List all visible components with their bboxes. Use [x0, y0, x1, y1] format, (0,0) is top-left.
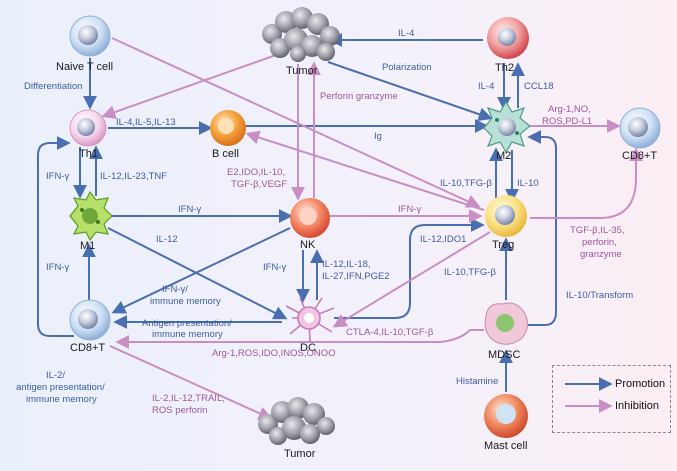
label-il12-list-line2: IL-27,IFN,PGE2 — [322, 271, 390, 282]
arrow-tumor-to-m2 — [327, 61, 493, 121]
arrow-dc-to-treg — [334, 218, 485, 319]
cd8-t-cell-right-icon — [619, 107, 661, 149]
label-arg1-line2: ROS,PD-L1 — [542, 116, 593, 127]
promotion-arrows — [37, 33, 557, 392]
label-il4-top: IL-4 — [398, 28, 415, 39]
arrow-nk-to-cd8 — [111, 227, 291, 314]
label-il2-trail-line2: ROS perforin — [152, 405, 208, 416]
inhibit-mdsc-to-cd8 — [115, 329, 484, 349]
treg-label: Treg — [492, 239, 515, 251]
th2-cell-icon — [487, 17, 529, 59]
label-il2-line1: IL-2/ — [46, 370, 66, 381]
label-ifng-mem-line1: IFN-γ/ — [162, 284, 188, 295]
label-arg1-ros: Arg-1,ROS,IDO,INOS,ONOO — [212, 348, 336, 359]
label-il10-tfgb-mdsc: IL-10,TFG-β — [444, 267, 496, 278]
cd8-t-cell-left-icon — [69, 299, 111, 341]
tumor-bottom-cluster-icon — [258, 397, 335, 445]
b-cell-label: B cell — [212, 148, 239, 160]
label-tgfb-line2: perforin, — [582, 237, 617, 248]
label-perforin-granzyme: Perforin granzyme — [320, 91, 398, 102]
label-ifng-mem-line2: immune memory — [150, 296, 221, 307]
m1-macrophage-icon — [69, 190, 113, 242]
th1-label: Th1 — [79, 148, 98, 160]
legend-swatches — [565, 377, 613, 413]
inhibit-cd8-to-tumor — [109, 345, 273, 420]
label-il10-m2: IL-10 — [517, 178, 539, 189]
mdsc-label: MDSC — [488, 349, 521, 361]
m2-macrophage-icon — [483, 100, 531, 154]
label-il4-il5-il13: IL-4,IL-5,IL-13 — [116, 117, 176, 128]
legend-inhibition-label: Inhibition — [615, 400, 660, 412]
label-ctla4: CTLA-4,IL-10,TGF-β — [346, 327, 434, 338]
dendritic-cell-icon — [285, 297, 335, 343]
th2-label: Th2 — [495, 62, 514, 74]
inhibit-treg-to-dc — [332, 231, 491, 328]
label-ifng-th1: IFN-γ — [46, 171, 70, 182]
nk-label: NK — [300, 239, 316, 251]
dc-label: DC — [300, 342, 316, 354]
mast-cell-icon — [484, 394, 528, 438]
label-histamine: Histamine — [456, 376, 499, 387]
m2-label: M2 — [496, 150, 512, 162]
inhibit-treg-to-bcell — [245, 130, 485, 211]
label-antigen-line2: immune memory — [152, 329, 223, 340]
mast-cell-label: Mast cell — [484, 440, 528, 452]
label-tgfb-line3: granzyme — [580, 249, 622, 260]
inhibit-treg-to-cd8 — [530, 147, 643, 219]
naive-t-cell-label: Naive T cell — [56, 61, 114, 73]
tumor-top-label: Tumor — [286, 65, 318, 77]
label-differentiation: Differentiation — [24, 81, 83, 92]
label-il12-23-tnf: IL-12,IL-23,TNF — [100, 171, 168, 182]
label-il12-m1: IL-12 — [156, 234, 178, 245]
label-e2-line2: TGF-β,VEGF — [231, 179, 288, 190]
b-cell-icon — [210, 110, 246, 146]
arrow-mdsc-to-m2 — [527, 130, 557, 326]
treg-cell-icon — [485, 195, 527, 237]
label-e2-line1: E2,IDO,IL-10, — [227, 167, 286, 178]
label-antigen-line1: Antigen presentation/ — [142, 318, 232, 329]
m1-label: M1 — [80, 240, 96, 252]
label-polarization: Polarization — [382, 62, 432, 73]
label-il2-line2: antigen presentation/ — [16, 382, 105, 393]
label-il10-transform: IL-10/Transform — [566, 290, 634, 301]
label-il10-tfgb-m2: IL-10,TFG-β — [440, 178, 492, 189]
label-ccl18: CCL18 — [524, 81, 554, 92]
th1-cell-icon — [69, 109, 107, 147]
label-il2-trail-line1: IL-2,IL-12,TRAIL, — [152, 393, 225, 404]
naive-t-cell-icon — [69, 15, 111, 57]
legend-promotion-label: Promotion — [615, 378, 666, 390]
legend-box: Promotion Inhibition — [552, 365, 671, 433]
label-il12-ido1: IL-12,IDO1 — [420, 234, 467, 245]
mdsc-cell-icon — [484, 302, 528, 345]
label-ifng-m1-cd8: IFN-γ — [46, 262, 70, 273]
nk-cell-icon — [290, 198, 330, 238]
cd8-t-left-label: CD8+T — [70, 342, 106, 354]
tumor-bottom-label: Tumor — [284, 448, 316, 460]
label-tgfb-line1: TGF-β,IL-35, — [570, 225, 625, 236]
tumor-cluster-icon — [262, 7, 340, 62]
inhibit-tumor-to-th1 — [101, 54, 277, 119]
label-arg1-line1: Arg-1,NO, — [548, 104, 591, 115]
label-ifng-m1-nk: IFN-γ — [178, 204, 202, 215]
label-ig: Ig — [374, 131, 382, 142]
label-il4-th2: IL-4 — [478, 81, 495, 92]
label-il2-line3: immune memory — [26, 394, 97, 405]
inhibition-arrows — [101, 37, 643, 420]
label-ifng-nk-dc: IFN-γ — [263, 262, 287, 273]
inhibit-naive-to-treg — [111, 37, 481, 208]
label-ifng-nk-treg: IFN-γ — [398, 204, 422, 215]
cd8-t-right-label: CD8+T — [622, 150, 658, 162]
arrow-cd8-loop-to-th1 — [37, 136, 74, 337]
label-il12-list-line1: IL-12,IL-18, — [322, 259, 371, 270]
